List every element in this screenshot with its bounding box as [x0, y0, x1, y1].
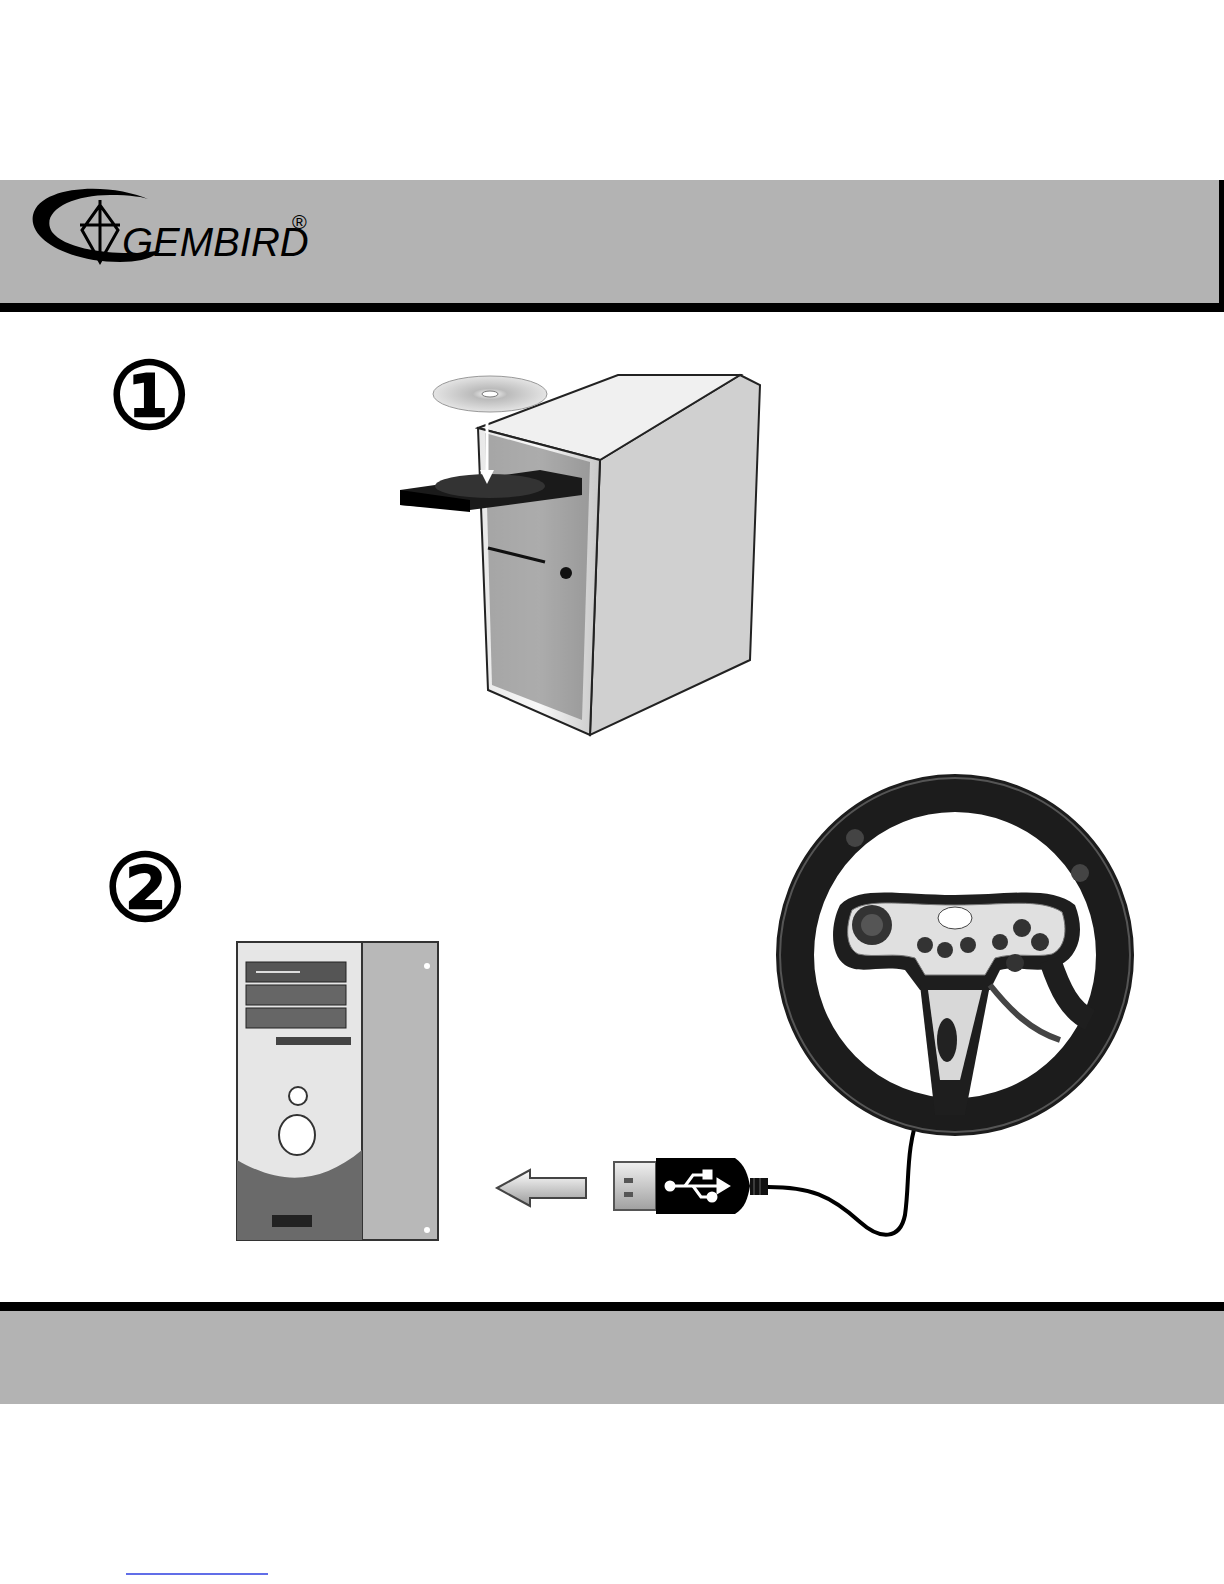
steering-wheel — [780, 778, 1130, 1132]
link-underline — [126, 1573, 268, 1575]
step-number: ② — [104, 842, 186, 934]
footer-band — [0, 1311, 1224, 1404]
computer-tower — [237, 942, 438, 1240]
cd-tray — [400, 470, 582, 512]
computer-tower — [478, 375, 760, 735]
header-rule — [0, 303, 1224, 312]
insert-arrow — [497, 1170, 586, 1206]
footer-rule — [0, 1302, 1224, 1311]
usb-cable — [768, 1110, 920, 1235]
cd-disc — [433, 376, 547, 484]
header-band — [0, 180, 1222, 306]
registered-mark: ® — [292, 212, 307, 232]
brand-name: GEMBIRD — [122, 222, 309, 262]
header-edge — [1219, 180, 1224, 310]
step-number: ① — [108, 350, 190, 442]
usb-plug — [614, 1158, 768, 1214]
